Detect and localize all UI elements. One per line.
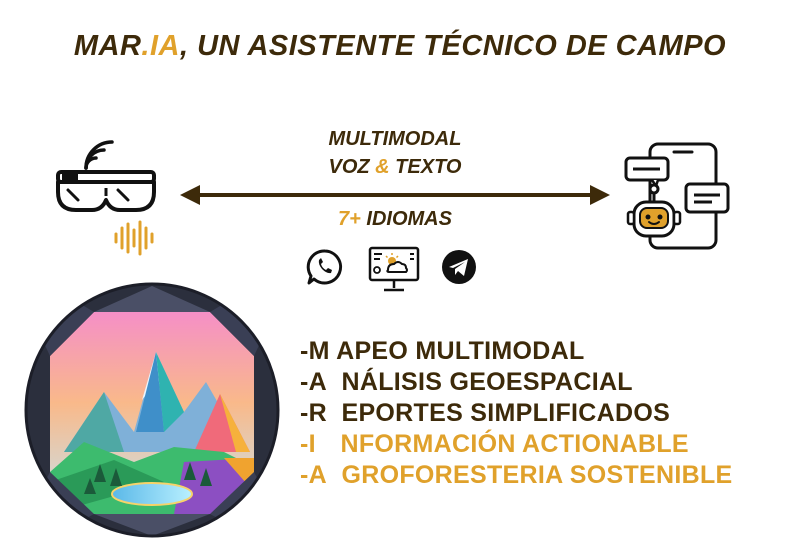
smart-glasses-icon	[50, 130, 160, 225]
feature-item: -I NFORMACIÓN ACTIONABLE	[300, 430, 689, 458]
languages-label: 7+ IDIOMAS	[338, 208, 452, 230]
page-title: MAR.IA, UN ASISTENTE TÉCNICO DE CAMPO	[73, 30, 727, 62]
mode-multimodal: MULTIMODAL	[328, 128, 462, 150]
feature-item: -A NÁLISIS GEOESPACIAL	[300, 368, 633, 396]
phone-chatbot-icon	[622, 140, 732, 257]
feature-item: -A GROFORESTERIA SOSTENIBLE	[300, 461, 733, 489]
weather-dashboard-icon	[368, 246, 420, 299]
whatsapp-icon	[306, 248, 344, 291]
sound-wave-icon	[112, 220, 158, 261]
telegram-icon	[440, 248, 478, 291]
feature-item: -R EPORTES SIMPLIFICADOS	[300, 399, 671, 427]
feature-item: -M APEO MULTIMODAL	[300, 337, 585, 365]
double-arrow-icon	[180, 183, 610, 207]
mode-voice-text: VOZ & TEXTO	[328, 156, 462, 178]
mountain-landscape-image	[24, 282, 280, 543]
feature-list: -M APEO MULTIMODAL -A NÁLISIS GEOESPACIA…	[300, 336, 780, 491]
